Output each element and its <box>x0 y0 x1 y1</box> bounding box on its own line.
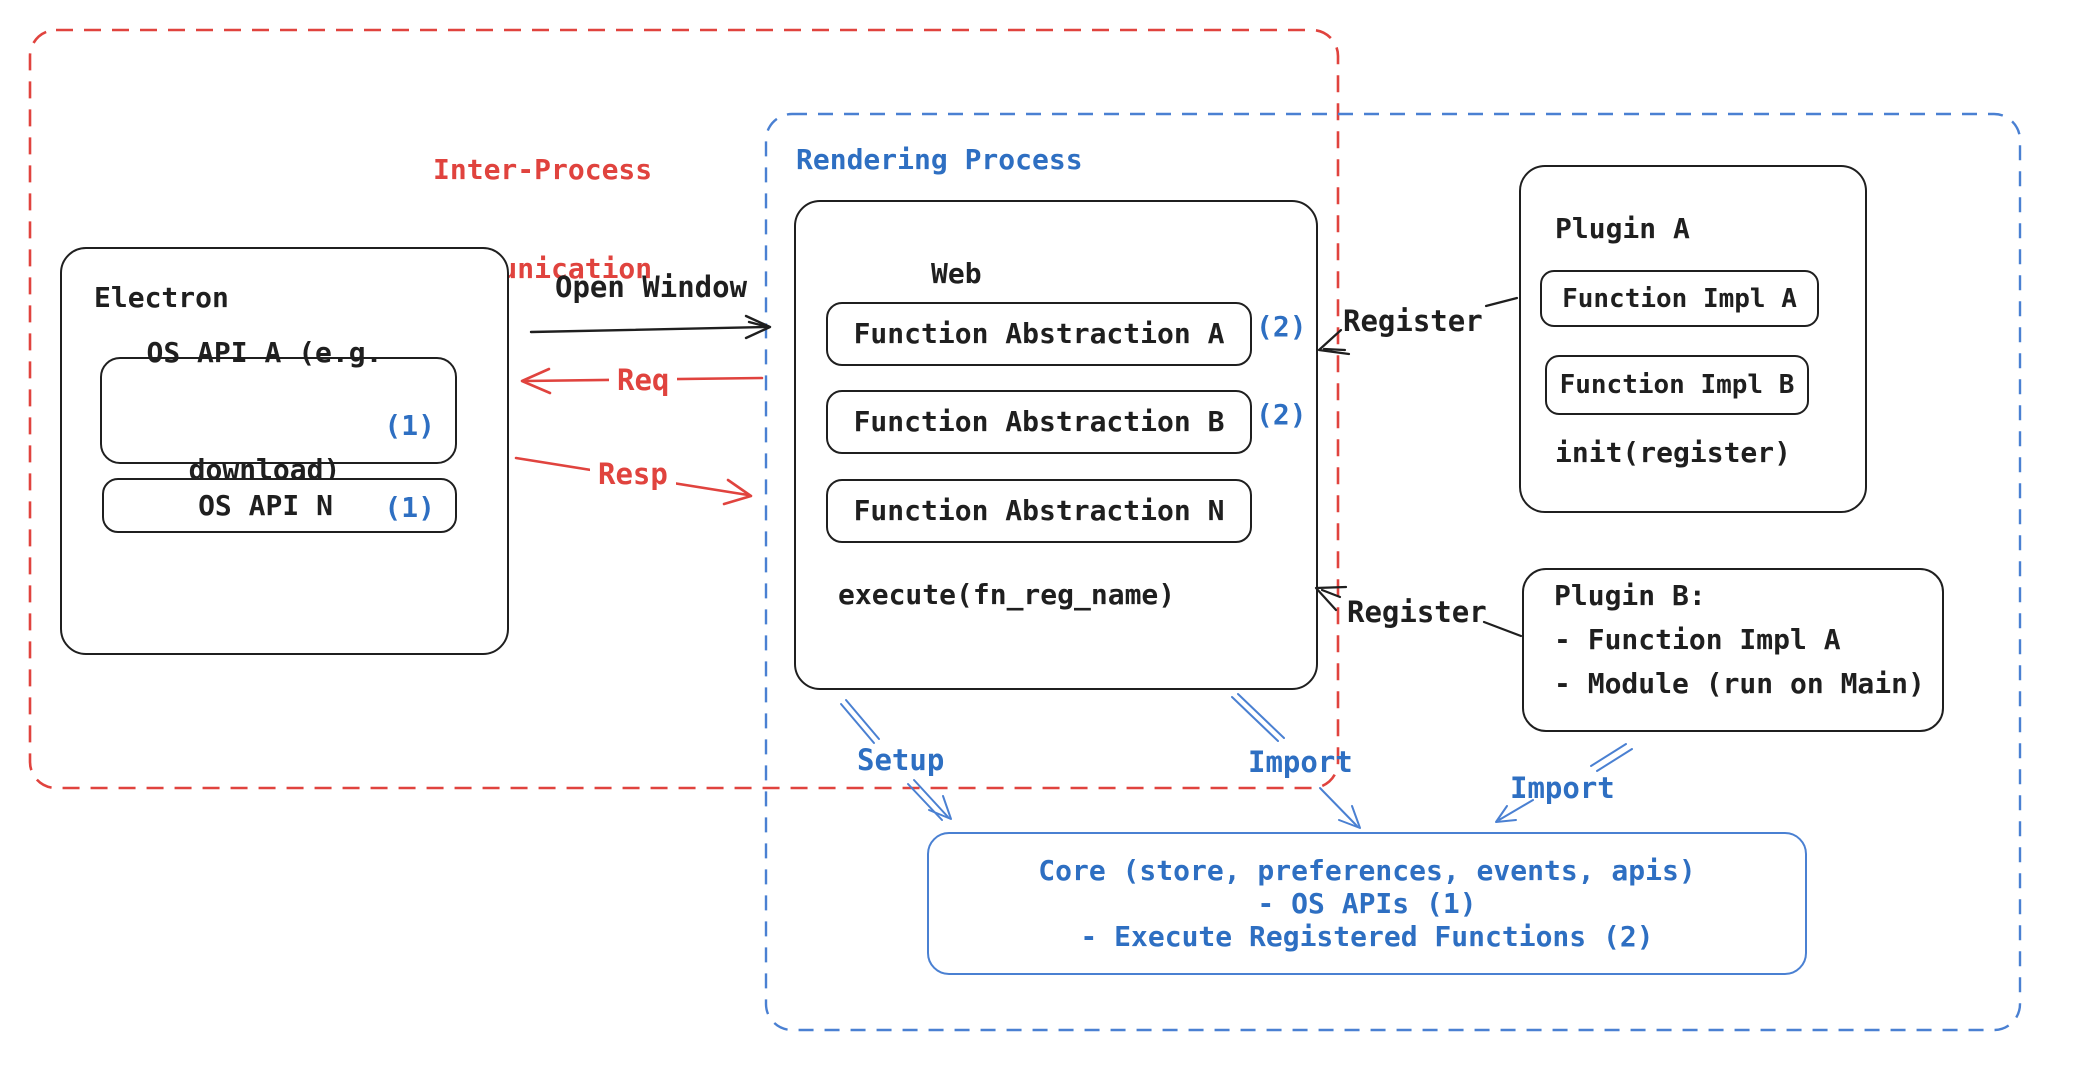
register-plugin-b-label: Register <box>1347 595 1487 629</box>
rendering-region-border <box>764 112 2022 1032</box>
ipc-region-label-line1: Inter-Process <box>433 153 653 186</box>
function-abstraction-b-label: Function Abstraction B <box>853 405 1225 438</box>
plugin-b-item-1: - Function Impl A <box>1554 623 1841 656</box>
os-api-n-box: OS API N (1) <box>102 478 457 533</box>
plugin-b-box: Plugin B: - Function Impl A - Module (ru… <box>1522 568 1944 732</box>
open-window-arrow <box>529 314 772 340</box>
web-title: Web <box>931 257 982 290</box>
register-plugin-b-arrow <box>1314 585 1523 638</box>
electron-box: Electron OS API A (e.g. download) (1) OS… <box>60 247 509 655</box>
req-label: Req <box>609 363 678 397</box>
fa-a-badge: (2) <box>1256 310 1307 343</box>
os-api-n-badge: (1) <box>384 491 435 524</box>
fa-b-badge: (2) <box>1256 398 1307 431</box>
function-impl-b-label: Function Impl B <box>1559 370 1795 400</box>
electron-title: Electron <box>94 281 229 314</box>
register-plugin-a-label: Register <box>1343 304 1483 338</box>
import-plugin-b-label: Import <box>1510 771 1615 805</box>
rendering-region-label: Rendering Process <box>796 143 1083 176</box>
register-plugin-a-arrow <box>1317 296 1519 356</box>
core-box: Core (store, preferences, events, apis) … <box>927 832 1807 975</box>
function-abstraction-b-box: Function Abstraction B <box>826 390 1252 454</box>
plugin-a-title: Plugin A <box>1555 212 1690 245</box>
execute-label: execute(fn_reg_name) <box>838 578 1176 611</box>
setup-label: Setup <box>857 743 945 777</box>
resp-label: Resp <box>590 457 676 491</box>
function-abstraction-n-box: Function Abstraction N <box>826 479 1252 543</box>
plugin-b-item-2: - Module (run on Main) <box>1554 667 1925 700</box>
function-impl-a-label: Function Impl A <box>1562 283 1797 314</box>
import-plugin-b-arrow <box>1495 743 1633 823</box>
os-api-a-box: OS API A (e.g. download) (1) <box>100 336 457 486</box>
os-api-a-badge: (1) <box>384 409 435 442</box>
setup-arrow <box>840 699 952 821</box>
open-window-label: Open Window <box>555 270 748 304</box>
os-api-n-label: OS API N <box>198 488 333 522</box>
os-api-a-label-line1: OS API A (e.g. <box>146 335 383 369</box>
plugin-b-content: Plugin B: - Function Impl A - Module (ru… <box>1554 574 1925 706</box>
core-line1: Core (store, preferences, events, apis) <box>1038 854 1696 887</box>
import-web-arrow <box>1231 693 1361 829</box>
import-web-label: Import <box>1248 745 1353 779</box>
function-impl-a-box: Function Impl A <box>1540 270 1819 327</box>
function-abstraction-a-box: Function Abstraction A <box>826 302 1252 366</box>
function-abstraction-a-label: Function Abstraction A <box>853 317 1225 350</box>
plugin-b-title: Plugin B: <box>1554 579 1706 612</box>
plugin-a-box: Plugin A Function Impl A Function Impl B… <box>1519 165 1867 513</box>
function-abstraction-n-label: Function Abstraction N <box>853 494 1225 527</box>
core-line2: - OS APIs (1) <box>1257 887 1477 920</box>
ipc-region-border <box>28 28 1340 790</box>
plugin-a-init-label: init(register) <box>1555 436 1792 469</box>
function-impl-b-box: Function Impl B <box>1545 355 1809 415</box>
web-box: Web Function Abstraction A Function Abst… <box>794 200 1318 690</box>
core-line3: - Execute Registered Functions (2) <box>1080 920 1654 953</box>
